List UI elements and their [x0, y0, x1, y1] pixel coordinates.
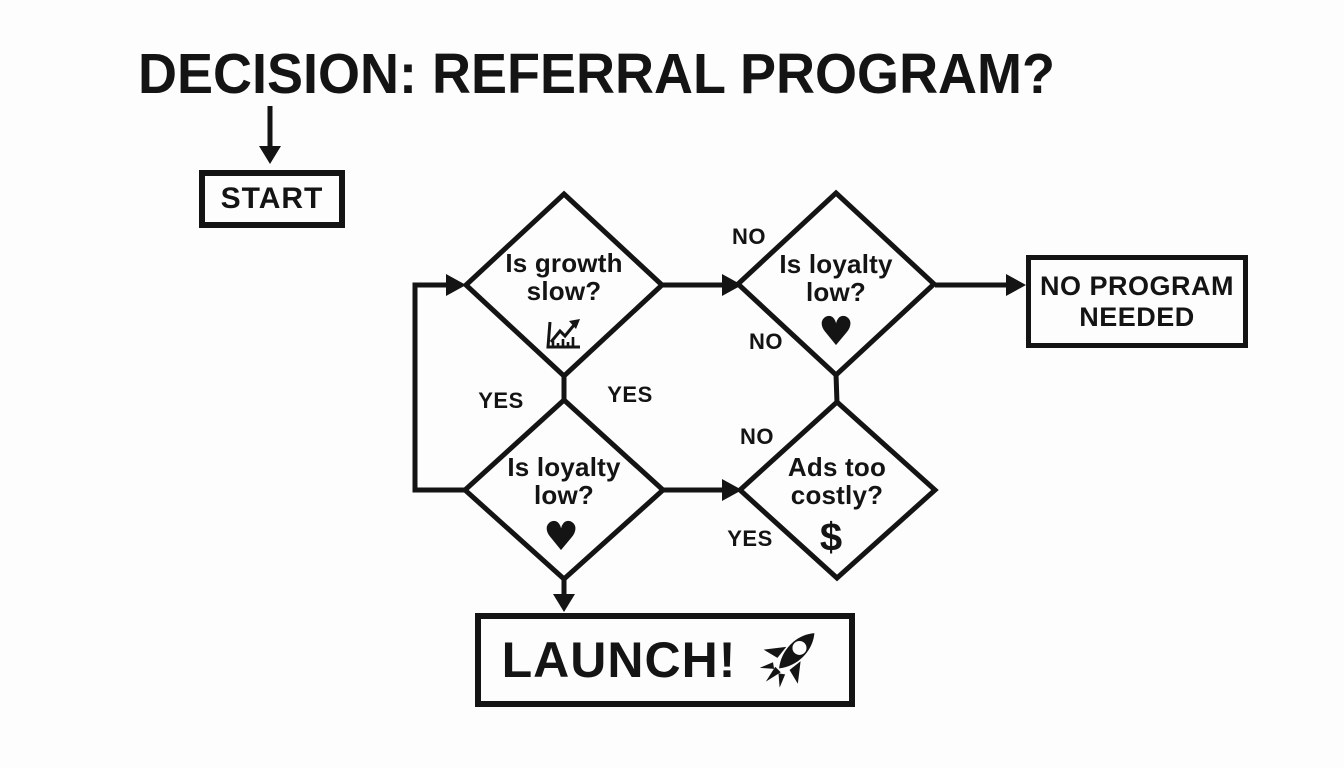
arrowhead-into-launch: [553, 594, 575, 612]
ads-diamond: [736, 398, 939, 582]
no-program-node: NO PROGRAM NEEDED: [1026, 255, 1248, 348]
edge-loyalty-top-to-ads: [833, 373, 840, 404]
loyalty-bottom-question: Is loyalty low?: [459, 453, 669, 509]
heart-icon: ♥: [818, 309, 854, 355]
ads-question-line1: Ads too: [787, 452, 887, 482]
dollar-icon: $: [819, 515, 843, 560]
no-program-label-line2: NEEDED: [1079, 301, 1195, 332]
growth-question: Is growth slow?: [459, 249, 669, 305]
growth-question-line1: Is growth: [505, 248, 623, 278]
launch-node: LAUNCH!: [475, 613, 855, 707]
page-title: DECISION: REFERRAL PROGRAM?: [138, 43, 1056, 106]
label-no-growth-to-loyalty: NO: [732, 224, 766, 249]
arrowhead-into-no-program: [1006, 274, 1026, 296]
start-node: START: [199, 170, 345, 228]
loyalty-bottom-diamond: [461, 396, 667, 583]
label-yes-growth-left: YES: [478, 388, 524, 413]
loyalty-top-diamond: [734, 189, 938, 379]
loyalty-top-question: Is loyalty low?: [731, 250, 941, 306]
arrowhead-title-to-start: [259, 146, 281, 164]
arrowhead-loop-into-growth: [446, 274, 466, 296]
heart-icon: ♥: [543, 514, 579, 560]
loyalty-top-question-line2: low?: [805, 277, 866, 307]
loyalty-top-question-line1: Is loyalty: [779, 249, 893, 279]
start-label: START: [220, 182, 324, 215]
loyalty-bottom-question-line1: Is loyalty: [507, 452, 621, 482]
ads-question-line2: costly?: [790, 480, 884, 510]
no-program-label-line1: NO PROGRAM: [1040, 270, 1234, 301]
arrowhead-into-ads: [722, 479, 742, 501]
arrowhead-growth-to-loyalty-top: [722, 274, 742, 296]
edge-loop-loyalty-to-growth: [412, 282, 465, 493]
label-no-into-ads: NO: [740, 424, 774, 449]
growth-diamond: [462, 190, 666, 380]
growth-question-line2: slow?: [526, 276, 602, 306]
ads-question: Ads too costly?: [732, 453, 942, 509]
loyalty-bottom-question-line2: low?: [533, 480, 594, 510]
rocket-icon: [760, 633, 815, 688]
launch-label: LAUNCH!: [501, 632, 737, 688]
growth-chart-icon: [546, 319, 580, 349]
label-yes-growth-right: YES: [607, 382, 653, 407]
label-no-loyalty-top-down: NO: [749, 329, 783, 354]
label-yes-ads: YES: [727, 526, 773, 551]
